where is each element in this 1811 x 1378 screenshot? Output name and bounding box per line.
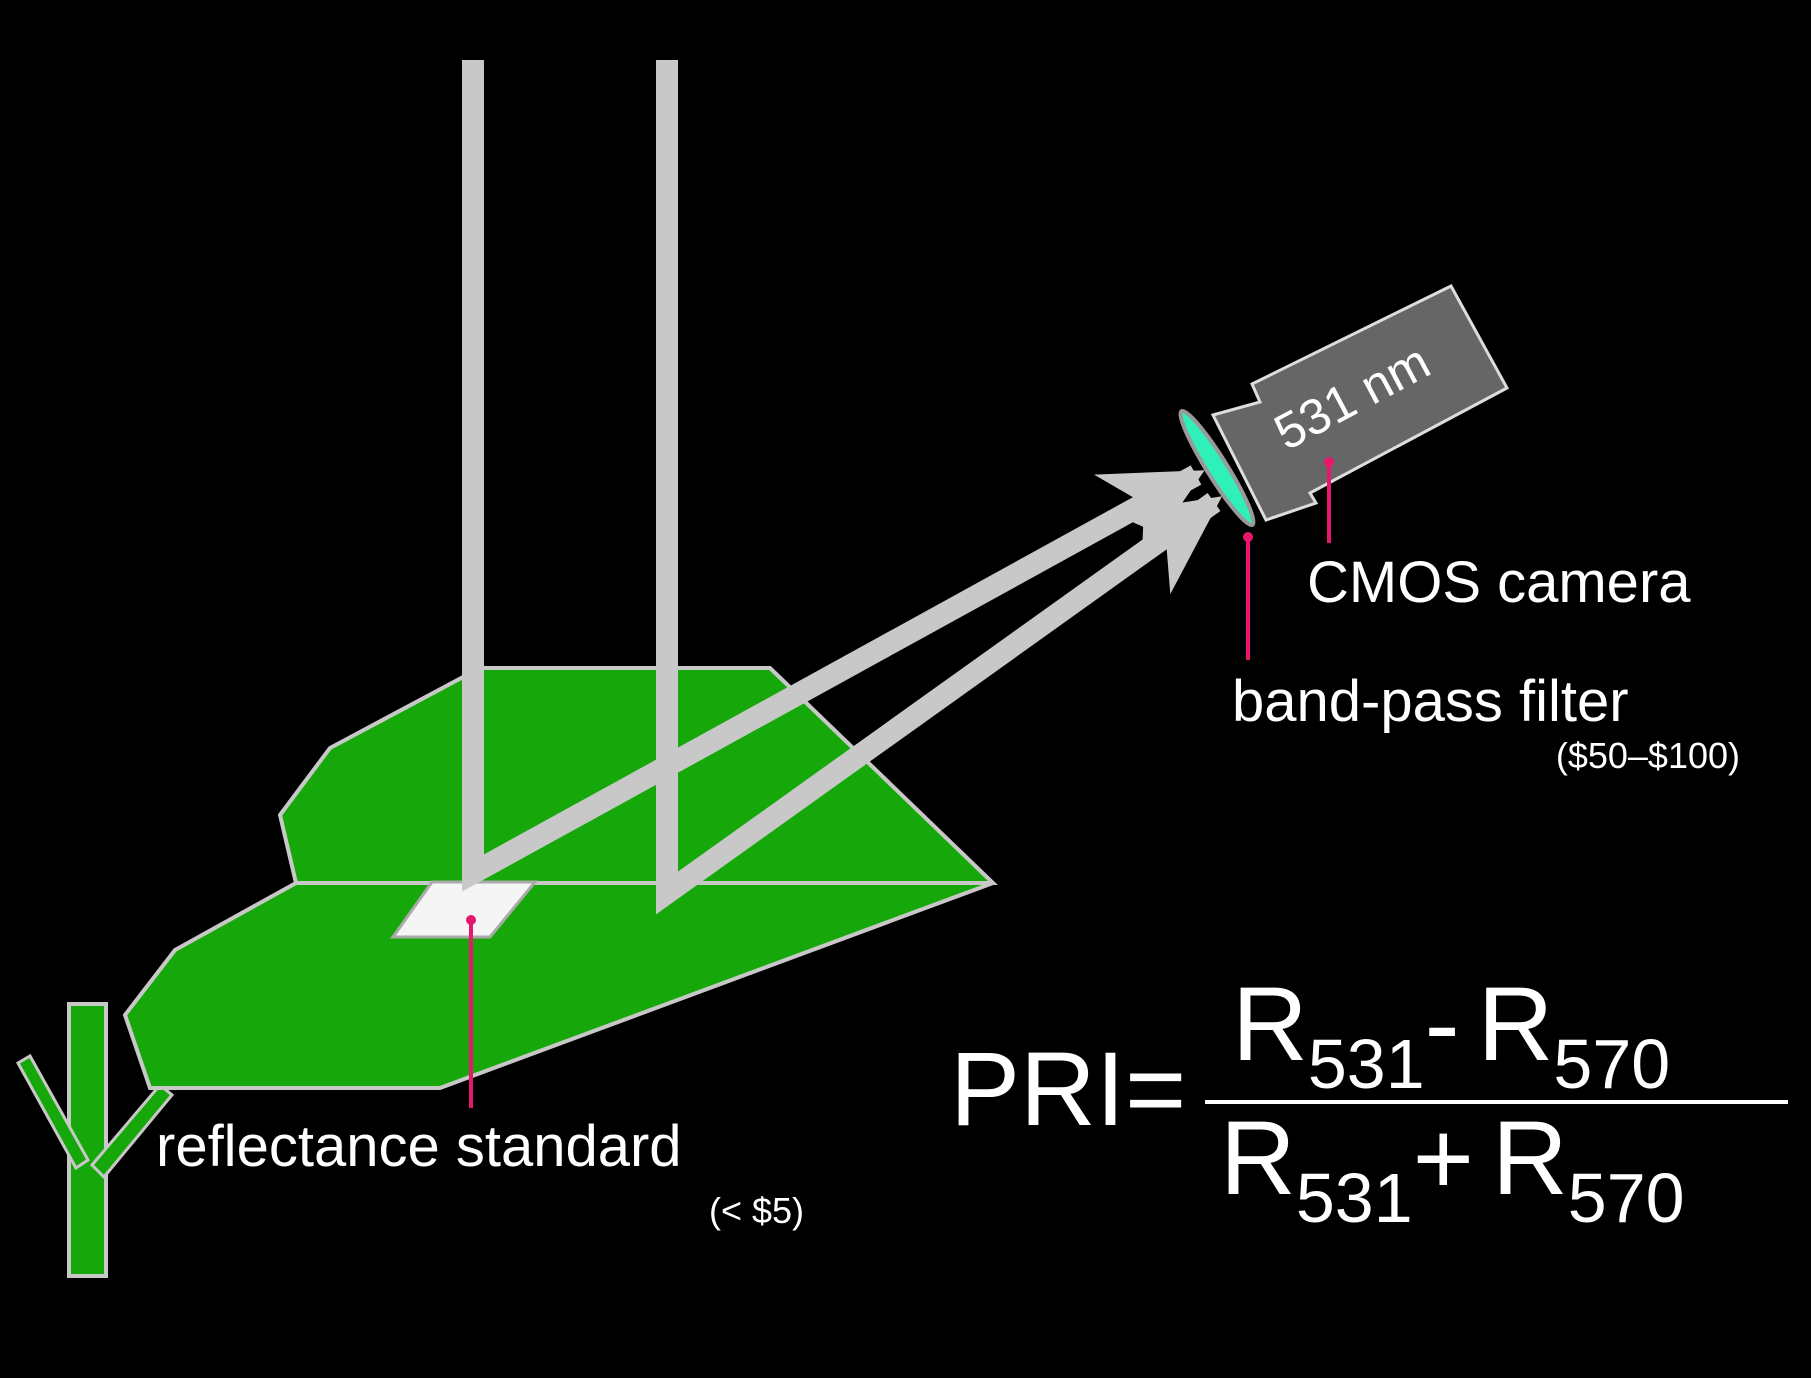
plant-stem xyxy=(15,1002,175,1278)
cmos-camera-label: CMOS camera xyxy=(1307,550,1691,615)
formula-denominator: R531+R570 xyxy=(1220,1100,1685,1237)
formula-numerator: R531-R570 xyxy=(1232,966,1670,1103)
band-pass-filter xyxy=(1178,408,1256,528)
band-pass-filter-cost: ($50–$100) xyxy=(1556,735,1740,776)
light-beam-leaf xyxy=(656,60,1223,915)
reflectance-standard-label: reflectance standard xyxy=(156,1114,682,1179)
callout-band-pass-filter xyxy=(1243,532,1253,660)
band-pass-filter-label: band-pass filter xyxy=(1232,669,1629,734)
leaf-lower xyxy=(122,881,994,1090)
reflectance-standard-patch xyxy=(390,880,539,939)
cmos-camera-body xyxy=(1210,284,1510,522)
pri-formula: PRI= R531-R570 R531+R570 xyxy=(950,966,1788,1237)
light-beam-reflectance xyxy=(462,60,1205,892)
callout-reflectance-standard xyxy=(466,915,476,1108)
reflectance-standard-cost: (< $5) xyxy=(709,1190,804,1231)
formula-lhs: PRI= xyxy=(950,1031,1186,1148)
callout-cmos-camera xyxy=(1324,457,1334,543)
